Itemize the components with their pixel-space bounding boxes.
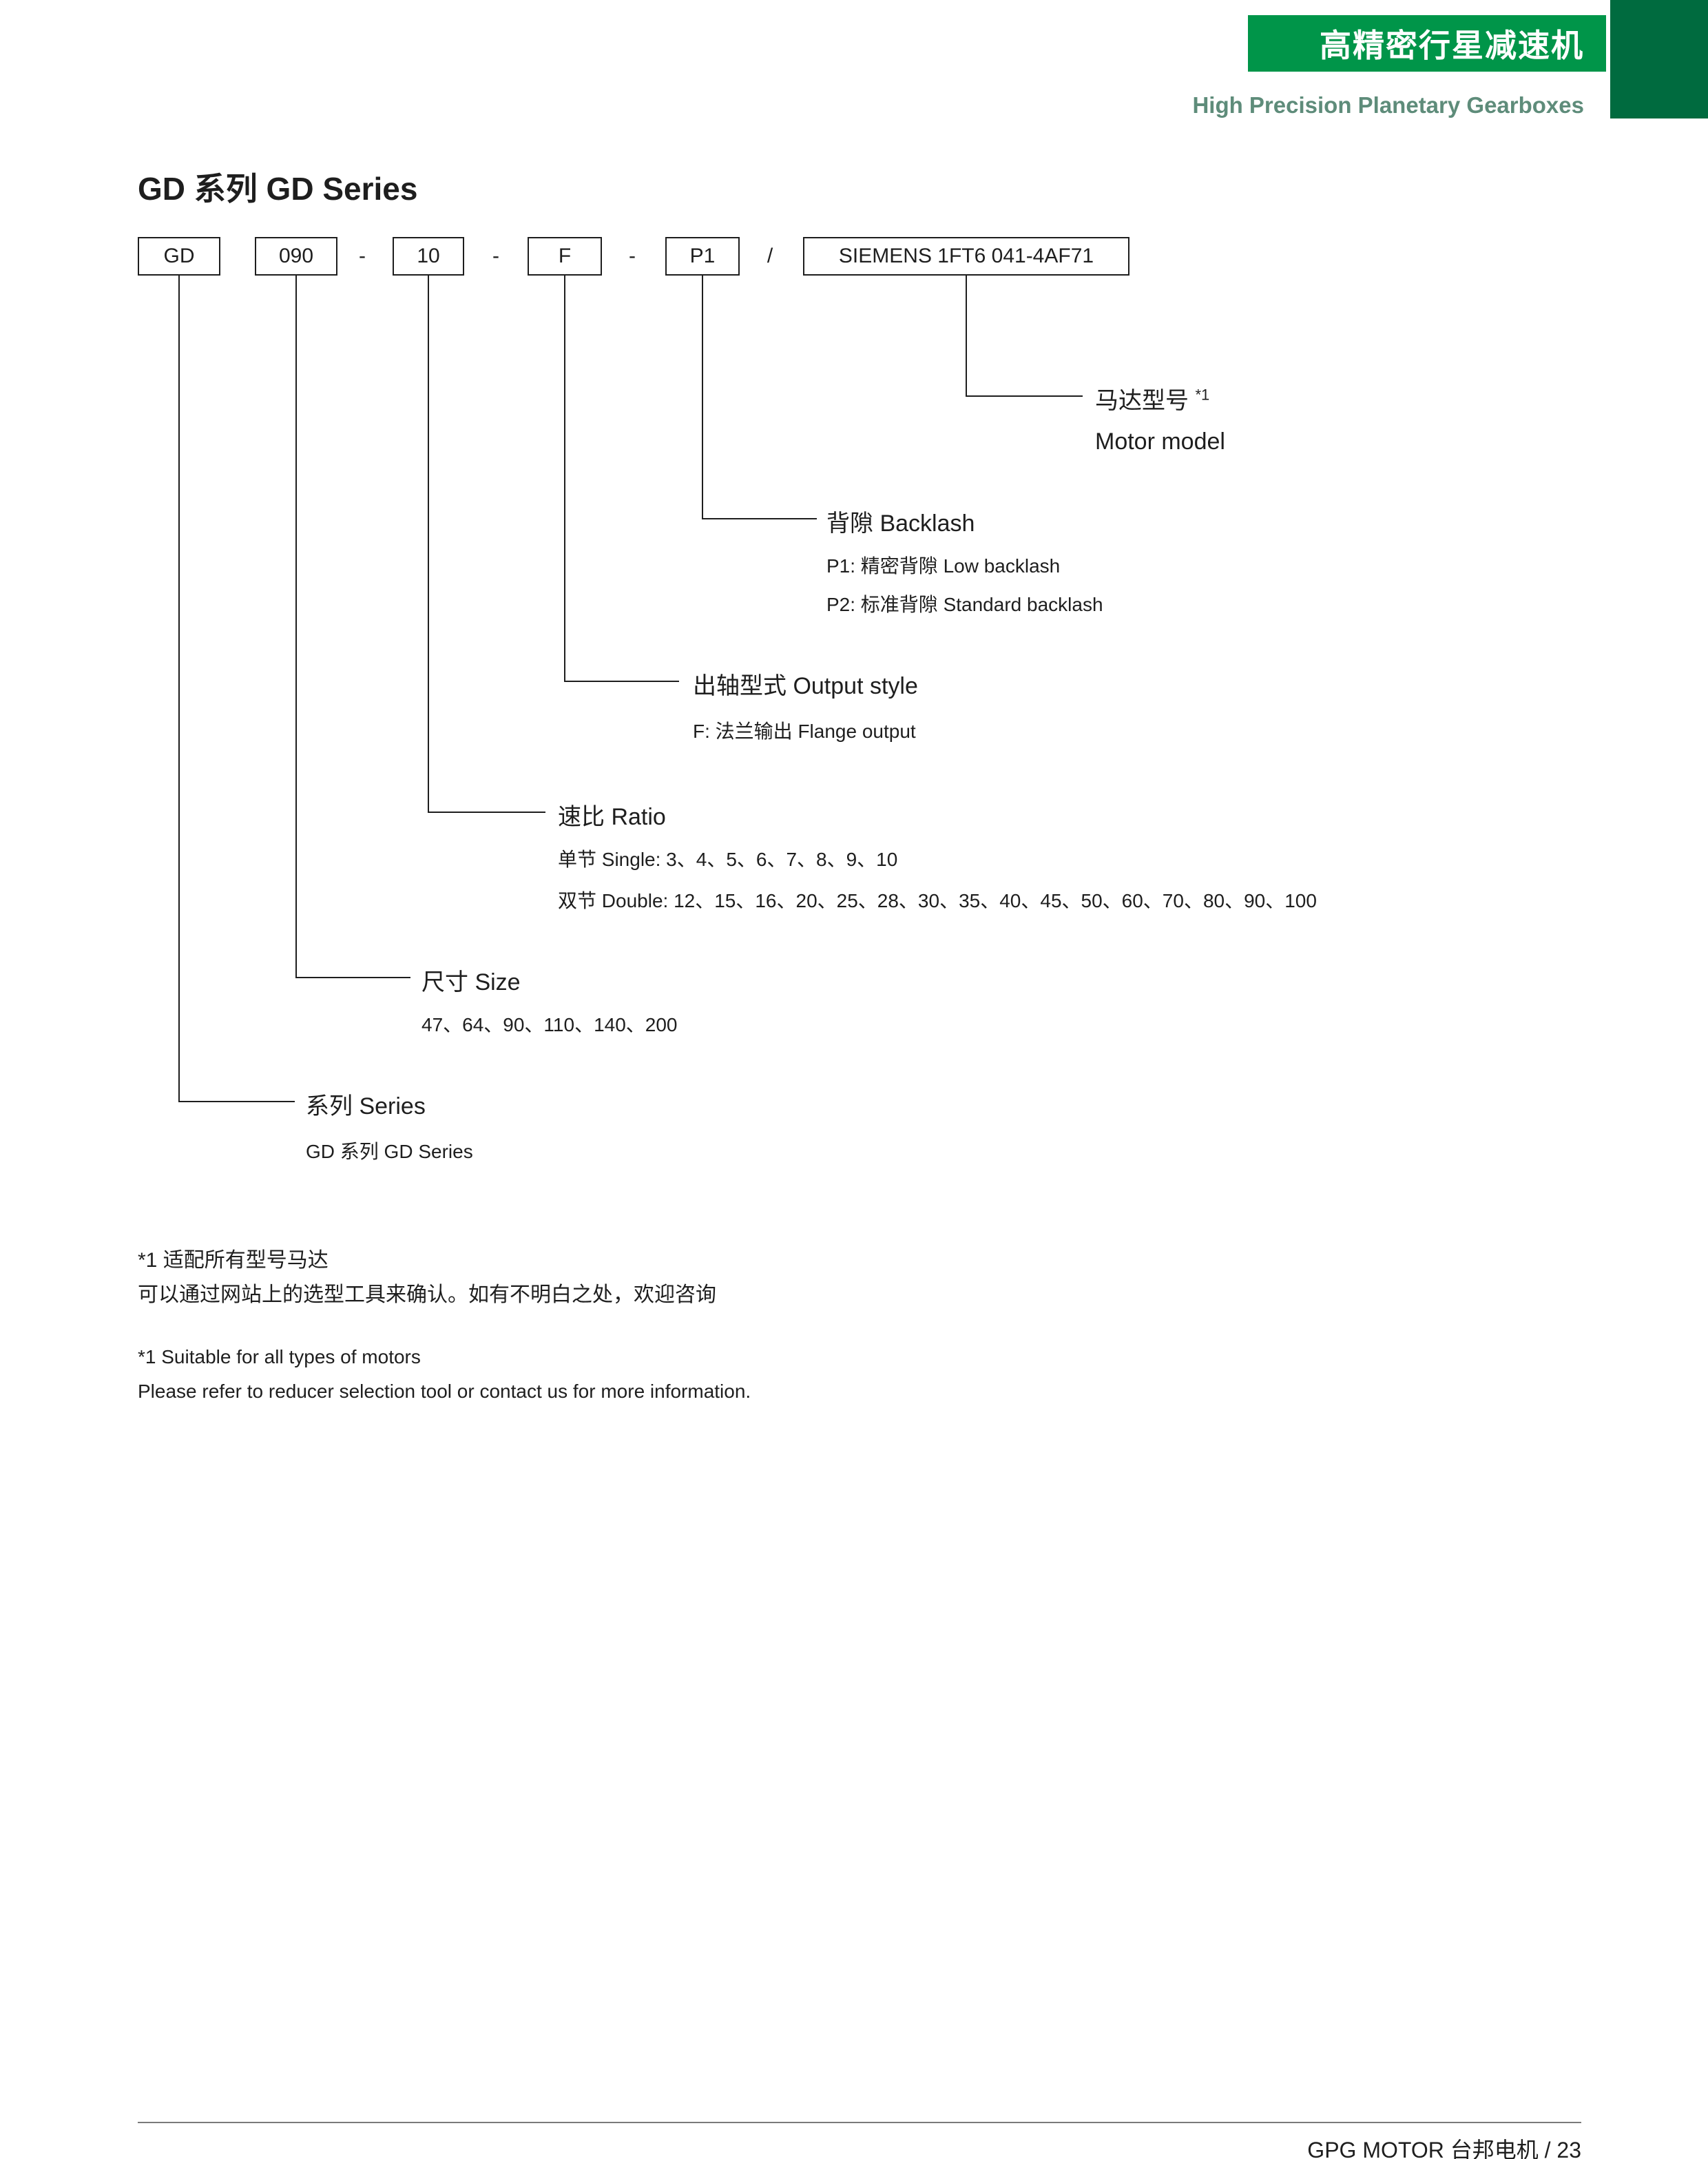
connector-vline-output [564,276,565,682]
connector-hline-size [295,977,410,978]
motor-model-title: 马达型号 *1 [1095,382,1209,415]
code-box-output: F [528,237,602,276]
connector-vline-ratio [428,276,429,813]
header-banner-title: 高精密行星减速机 [1320,28,1584,63]
series-title: 系列 Series [306,1093,426,1119]
footnote-en-1: *1 Suitable for all types of motors [138,1346,421,1367]
header-banner: 高精密行星减速机 [1248,15,1606,72]
code-box-ratio: 10 [393,237,464,276]
connector-vline-size [295,276,297,978]
connector-hline-series [178,1101,295,1102]
connector-hline-backlash [702,518,817,519]
series-values: GD 系列 GD Series [306,1141,473,1162]
footer-page-info: GPG MOTOR 台邦电机 / 23 [1307,2138,1581,2159]
code-box-motor: SIEMENS 1FT6 041-4AF71 [803,237,1129,276]
ratio-double-values: 双节 Double: 12、15、16、20、25、28、30、35、40、45… [558,890,1317,911]
output-style-title: 出轴型式 Output style [693,673,918,699]
backlash-title: 背隙 Backlash [826,510,975,537]
footer-rule [138,2122,1581,2123]
connector-vline-motor [966,276,967,397]
footnote-zh-1: *1 适配所有型号马达 [138,1249,329,1272]
footnote-zh-2: 可以通过网站上的选型工具来确认。如有不明白之处，欢迎咨询 [138,1283,716,1306]
motor-model-title-zh: 马达型号 [1095,388,1189,414]
size-title: 尺寸 Size [421,969,521,995]
output-style-option-f: F: 法兰输出 Flange output [693,721,916,742]
code-box-size: 090 [255,237,337,276]
code-separator-4: / [767,245,773,267]
code-separator-2: - [492,245,499,267]
code-box-backlash: P1 [665,237,740,276]
connector-vline-series [178,276,180,1102]
connector-vline-backlash [702,276,703,519]
connector-hline-ratio [428,812,545,813]
header-corner-block [1610,0,1708,118]
footnote-en-2: Please refer to reducer selection tool o… [138,1381,751,1402]
ratio-title: 速比 Ratio [558,804,666,830]
ratio-single-values: 单节 Single: 3、4、5、6、7、8、9、10 [558,849,898,870]
header-subtitle: High Precision Planetary Gearboxes [1192,92,1584,118]
size-values: 47、64、90、110、140、200 [421,1014,678,1035]
connector-hline-motor [966,395,1083,397]
backlash-option-p2: P2: 标准背隙 Standard backlash [826,594,1103,615]
code-separator-3: - [629,245,636,267]
backlash-option-p1: P1: 精密背隙 Low backlash [826,555,1061,577]
code-box-series: GD [138,237,220,276]
connector-hline-output [564,681,679,682]
motor-model-note-ref: *1 [1195,386,1210,404]
code-separator-1: - [359,245,366,267]
motor-model-title-en: Motor model [1095,428,1225,455]
page-title: GD 系列 GD Series [138,171,418,207]
